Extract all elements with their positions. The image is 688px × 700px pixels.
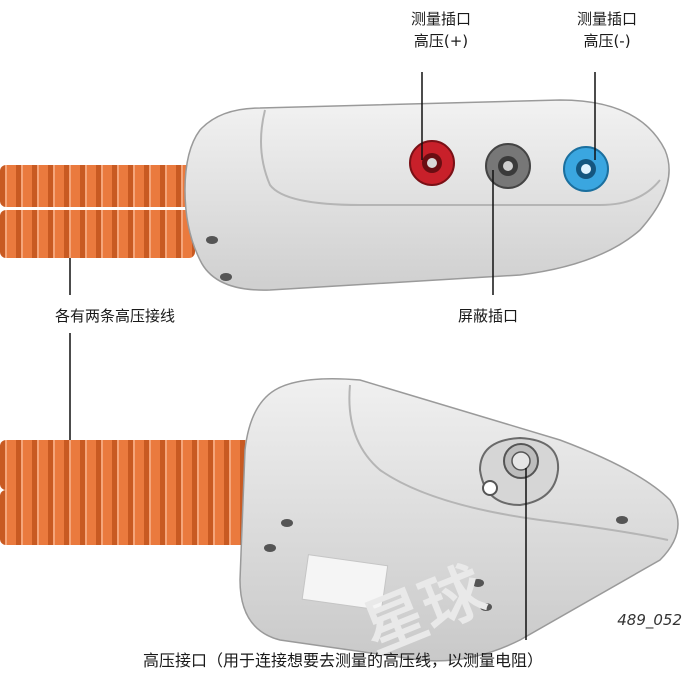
- top-cable-upper: [0, 165, 195, 207]
- bottom-label-plate: [301, 554, 389, 611]
- bottom-screw-hole-3: [472, 579, 484, 587]
- figure-code: 489_052: [617, 611, 682, 629]
- top-housing-ridge: [260, 109, 661, 206]
- bottom-screw-hole-4: [480, 603, 492, 611]
- label-neg-socket-line2: 高压(-): [583, 32, 631, 50]
- label-hv-cables: 各有两条高压接线: [55, 307, 176, 325]
- bottom-housing: [239, 378, 679, 662]
- bottom-screw-hole-1: [281, 519, 293, 527]
- top-cable-lower: [0, 210, 195, 258]
- label-hv-connector: 高压接口（用于连接想要去测量的高压线，以测量电阻）: [143, 651, 544, 670]
- bottom-screw-hole-2: [264, 544, 276, 552]
- bottom-device: [0, 378, 679, 662]
- top-screw-hole-2: [220, 273, 232, 281]
- bottom-cable-upper: [0, 440, 265, 490]
- label-pos-socket: 测量插口 高压(+): [396, 8, 486, 52]
- top-housing: [184, 99, 670, 291]
- label-shield-socket: 屏蔽插口: [458, 307, 519, 325]
- bottom-housing-ridge: [348, 384, 669, 541]
- bottom-screw-hole-5: [616, 516, 628, 524]
- hv-connector: [478, 436, 560, 507]
- label-pos-socket-line2: 高压(+): [413, 32, 469, 50]
- label-pos-socket-line1: 测量插口: [410, 10, 471, 28]
- socket-negative: [563, 146, 609, 192]
- socket-shield: [485, 143, 531, 189]
- label-neg-socket: 测量插口 高压(-): [562, 8, 652, 52]
- label-neg-socket-line1: 测量插口: [576, 10, 637, 28]
- top-screw-hole-1: [206, 236, 218, 244]
- top-device: [0, 99, 670, 291]
- bottom-cable-lower: [0, 490, 265, 545]
- socket-positive: [409, 140, 455, 186]
